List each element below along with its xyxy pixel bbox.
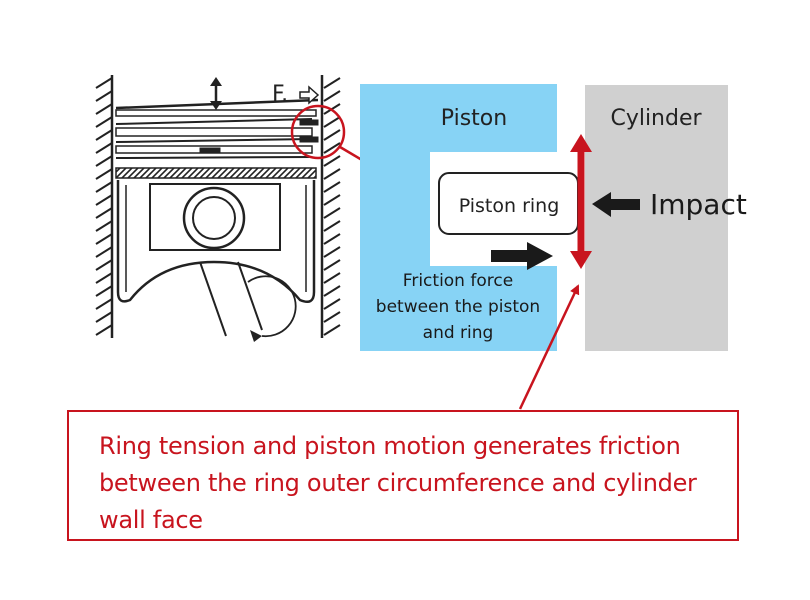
- ring-motion-arrow: [570, 134, 592, 269]
- rotation-arrowhead: [250, 330, 262, 342]
- hatch-line: [323, 311, 341, 323]
- caption-pointer-arrow: [518, 284, 580, 410]
- left-wall-hatching: [95, 77, 113, 336]
- hatch-line: [95, 311, 113, 323]
- connecting-rod-left: [199, 261, 227, 337]
- friction-arrow-icon: [491, 242, 553, 270]
- hatch-line: [95, 142, 113, 154]
- hatch-line: [95, 298, 113, 310]
- force-label: F.: [272, 82, 288, 107]
- hatch-line: [323, 194, 341, 206]
- friction-label-line-2: between the piston: [376, 297, 540, 317]
- hatch-line: [95, 324, 113, 336]
- hatch-line: [323, 207, 341, 219]
- piston-skirt: [116, 180, 316, 303]
- hatch-line: [95, 155, 113, 167]
- piston-ring-label: Piston ring: [459, 195, 560, 217]
- caption-box: Ring tension and piston motion generates…: [67, 410, 739, 541]
- hatch-line: [323, 220, 341, 232]
- ring-highlight-circle: [290, 104, 346, 160]
- friction-label-line-3: and ring: [423, 323, 494, 343]
- piston-pin-outer: [182, 186, 246, 250]
- piston-sketch: F.: [95, 75, 430, 342]
- hatch-line: [95, 194, 113, 206]
- hatch-line: [323, 259, 341, 271]
- hatch-line: [95, 207, 113, 219]
- connecting-rod-right: [237, 261, 263, 331]
- friction-label-line-1: Friction force: [403, 271, 513, 291]
- hatch-line: [95, 259, 113, 271]
- hatch-line: [323, 285, 341, 297]
- hatch-line: [323, 129, 341, 141]
- hatch-line: [95, 233, 113, 245]
- hatch-line: [323, 155, 341, 167]
- caption-text: Ring tension and piston motion generates…: [99, 432, 697, 534]
- piston-pin-inner: [192, 196, 236, 240]
- impact-label: Impact: [650, 188, 747, 221]
- hatch-line: [95, 129, 113, 141]
- cylinder-block: [585, 85, 728, 351]
- hatch-line: [323, 77, 341, 89]
- piston-head: [115, 98, 319, 159]
- hatch-line: [95, 77, 113, 89]
- hatch-line: [323, 142, 341, 154]
- hatch-line: [95, 246, 113, 258]
- hatch-line: [95, 90, 113, 102]
- vertical-motion-arrow: [210, 77, 222, 110]
- force-arrow-icon: [299, 85, 320, 105]
- detail-view: Piston Cylinder Piston ring Impact Frict…: [360, 84, 747, 351]
- hatch-line: [323, 90, 341, 102]
- hatch-line: [323, 233, 341, 245]
- piston-label: Piston: [441, 106, 507, 131]
- cylinder-label: Cylinder: [610, 106, 702, 131]
- hatch-line: [95, 272, 113, 284]
- hatch-line: [323, 116, 341, 128]
- crank-rotation-arc: [247, 275, 297, 338]
- hatch-line: [323, 272, 341, 284]
- oil-ring: [115, 167, 317, 179]
- hatch-line: [95, 181, 113, 193]
- impact-arrow-icon: [592, 192, 640, 217]
- hatch-line: [323, 181, 341, 193]
- hatch-line: [323, 324, 341, 336]
- hatch-line: [323, 298, 341, 310]
- hatch-line: [95, 168, 113, 180]
- hatch-line: [95, 220, 113, 232]
- pin-boss: [149, 183, 281, 251]
- hatch-line: [95, 116, 113, 128]
- hatch-line: [95, 103, 113, 115]
- hatch-line: [323, 168, 341, 180]
- hatch-line: [95, 285, 113, 297]
- hatch-line: [323, 246, 341, 258]
